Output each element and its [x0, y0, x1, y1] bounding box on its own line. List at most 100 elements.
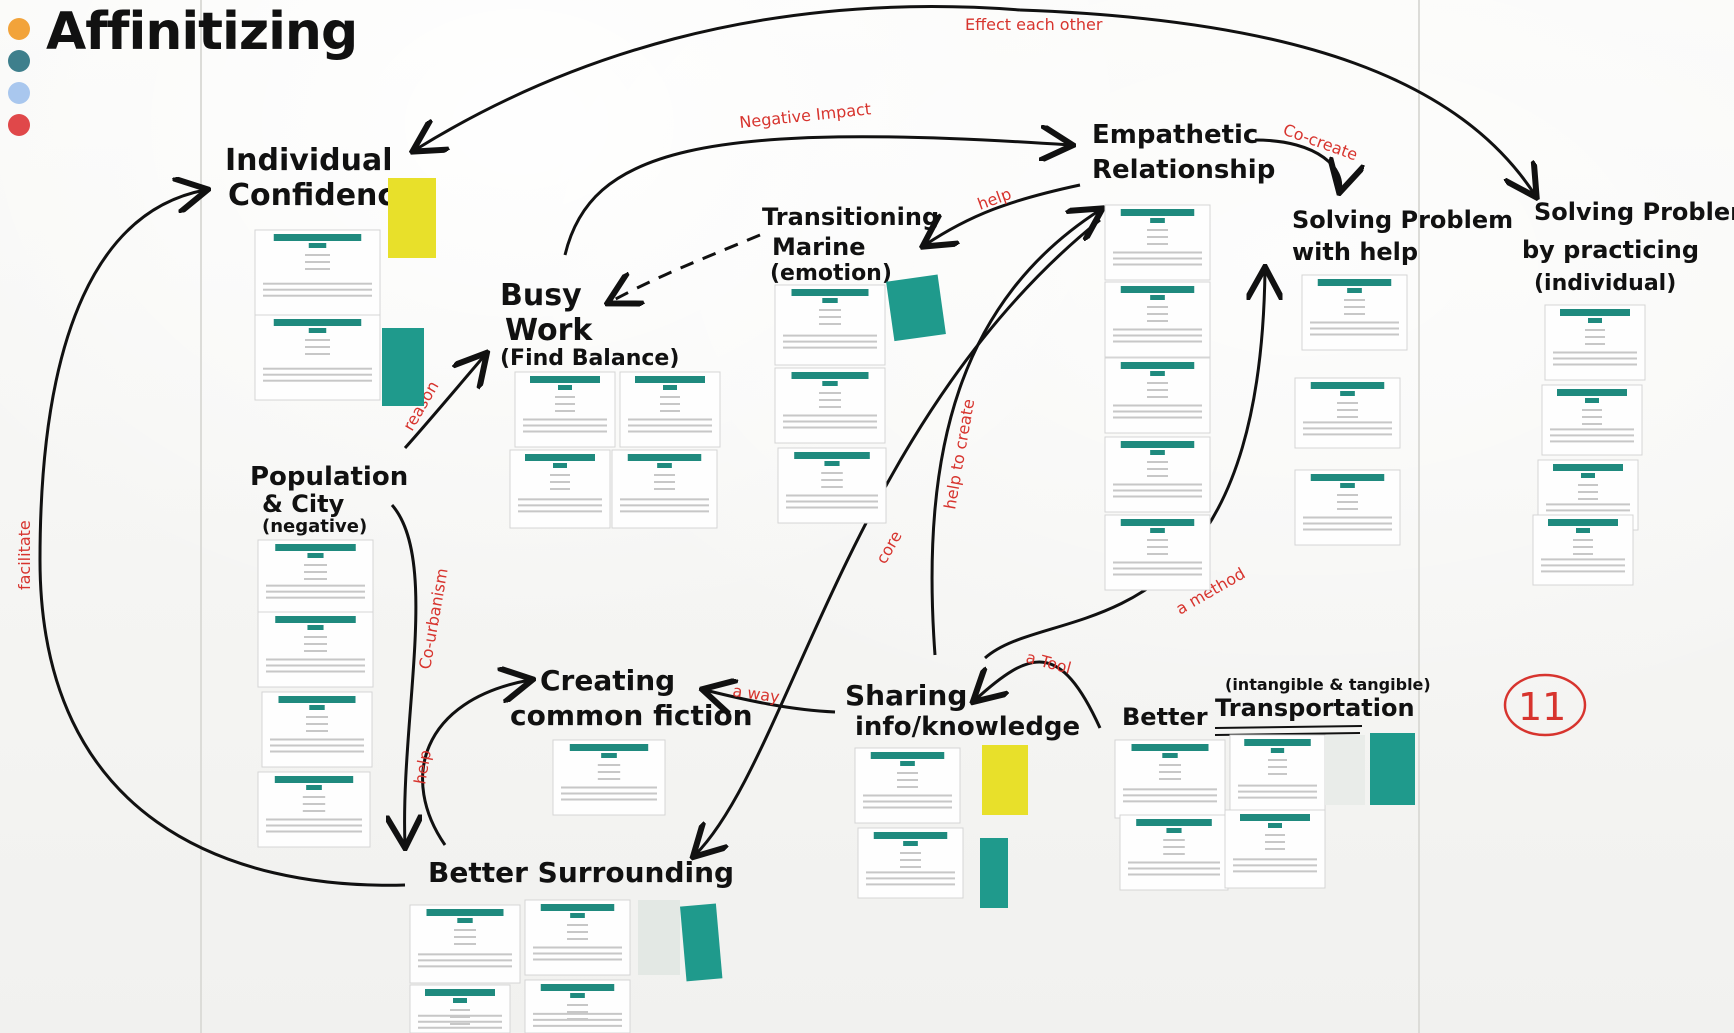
research-card [774, 284, 886, 366]
connections [38, 5, 1535, 887]
board-seam [1418, 0, 1420, 1033]
label-help-2: help [410, 748, 435, 785]
research-card [509, 449, 611, 529]
label-facilitate: facilitate [15, 520, 34, 590]
research-card [409, 984, 511, 1033]
sticky-yellow [982, 745, 1028, 815]
heading-sharing-2: info/knowledge [855, 712, 1080, 742]
research-card [1224, 809, 1326, 889]
heading-sharing-1: Sharing [845, 679, 967, 712]
heading-individual-confidence-2: Confidence [228, 178, 416, 213]
board-number: 11 [1503, 673, 1587, 737]
research-card [619, 371, 721, 448]
research-card [1119, 814, 1229, 891]
research-card [524, 979, 631, 1033]
label-a-tool: a Tool [1024, 648, 1073, 678]
sticky-white [638, 900, 680, 975]
heading-solving-help-2: with help [1292, 238, 1418, 266]
research-card [257, 611, 374, 688]
heading-better-surrounding: Better Surrounding [428, 856, 734, 889]
research-card [777, 447, 887, 524]
board-seam [200, 0, 202, 1033]
arrow-a-tool [975, 660, 1102, 729]
arrow-effect-each-other-left [415, 5, 1021, 150]
sticky-teal [680, 903, 723, 982]
label-effect-each-other: Effect each other [965, 15, 1103, 34]
heading-empathetic-1: Empathetic [1092, 120, 1258, 150]
heading-solving-practice-3: (individual) [1534, 271, 1676, 296]
arrow-help-creating [421, 680, 530, 846]
heading-solving-help-1: Solving Problem [1292, 206, 1513, 234]
heading-solving-practice-2: by practicing [1522, 236, 1699, 264]
research-card [261, 691, 373, 768]
transportation-underline [1214, 725, 1363, 736]
research-card [524, 899, 631, 976]
label-core: core [872, 527, 906, 567]
research-card [857, 827, 964, 899]
arrow-reason [403, 355, 485, 449]
research-card [1541, 384, 1643, 456]
research-card [514, 371, 616, 448]
heading-transitioning-1: Transitioning [762, 203, 939, 231]
heading-creating-1: Creating [540, 664, 675, 697]
research-card [257, 771, 371, 848]
arrow-co-urbanism [392, 504, 416, 845]
heading-population-2: & City [262, 490, 345, 518]
arrow-help-transitioning [925, 183, 1081, 245]
arrow-help-to-create [930, 210, 1100, 656]
heading-population-3: (negative) [262, 516, 367, 537]
research-card [1104, 514, 1211, 591]
research-card [1229, 734, 1326, 816]
heading-transportation-3: (intangible & tangible) [1225, 675, 1431, 694]
sticky-yellow [388, 178, 436, 258]
board-number-text: 11 [1518, 685, 1566, 729]
sticky-teal [980, 838, 1008, 908]
arrow-a-way [705, 690, 836, 712]
research-card [1294, 377, 1401, 449]
slide-dot-red [8, 114, 30, 136]
heading-transitioning-2: Marine [772, 233, 866, 261]
heading-transportation-2: Transportation [1215, 694, 1415, 722]
research-card [257, 539, 374, 613]
heading-empathetic-2: Relationship [1092, 155, 1275, 185]
research-card [1544, 304, 1646, 381]
research-card [552, 739, 666, 816]
research-card [254, 229, 381, 316]
research-card [1301, 274, 1408, 351]
heading-transportation-1: Better [1122, 703, 1208, 731]
research-card [1104, 281, 1211, 358]
research-card [409, 904, 521, 984]
heading-busy-work-2: Work [505, 313, 593, 348]
research-card [774, 367, 886, 444]
arrow-facilitate [38, 190, 406, 887]
heading-busy-work-1: Busy [500, 278, 582, 313]
slide-dot-teal [8, 50, 30, 72]
research-card [1104, 204, 1211, 281]
arrow-emotion-busywork [610, 233, 761, 302]
research-cards [254, 204, 1646, 1033]
label-co-urbanism: Co-urbanism [415, 567, 451, 671]
research-card [1104, 436, 1211, 513]
sticky-teal [886, 274, 946, 342]
heading-busy-work-3: (Find Balance) [500, 346, 679, 371]
sticky-teal [1370, 733, 1415, 805]
arrow-co-create [1254, 138, 1341, 190]
heading-solving-practice-1: Solving Problem [1534, 198, 1734, 226]
arrow-negative-impact [563, 137, 1070, 256]
sticky-notes [382, 178, 1415, 982]
sticky-teal [382, 328, 424, 406]
label-negative-impact: Negative Impact [738, 99, 871, 132]
heading-individual-confidence-1: Individual [225, 143, 392, 178]
label-help-to-create: help to create [940, 397, 978, 510]
arrow-effect-each-other-right [1019, 8, 1535, 195]
arrow-core [695, 218, 1101, 855]
sticky-white [1325, 735, 1365, 805]
heading-population-1: Population [250, 462, 408, 492]
slide-dot-blue [8, 82, 30, 104]
heading-transitioning-3: (emotion) [770, 261, 892, 286]
cluster-headings: Individual Confidence Busy Work (Find Ba… [225, 120, 1734, 889]
slide-dot-orange [8, 18, 30, 40]
research-card [1104, 357, 1211, 434]
research-card [1294, 469, 1401, 546]
